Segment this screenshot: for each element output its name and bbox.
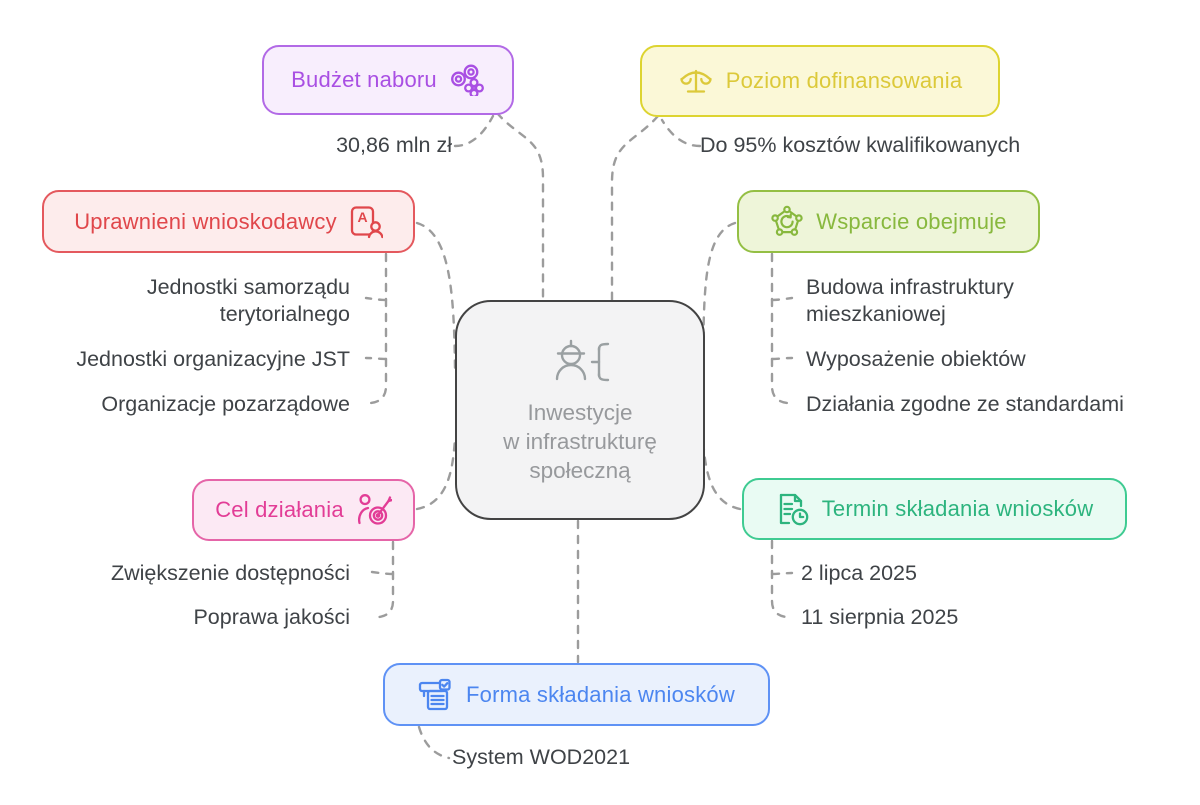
person-target-icon	[356, 493, 392, 527]
node-form: Forma składania wniosków	[383, 663, 770, 726]
node-form-label: Forma składania wniosków	[466, 681, 735, 707]
applicants-item-1: Jednostki samorządu terytorialnego	[146, 275, 350, 326]
form-icon	[418, 678, 454, 712]
coins-icon	[449, 64, 485, 96]
node-applicants-label: Uprawnieni wnioskodawcy	[74, 208, 337, 234]
support-item-2: Wyposażenie obiektów	[806, 347, 1026, 371]
form-value: System WOD2021	[452, 745, 631, 769]
applicants-item-3: Organizacje pozarządowe	[101, 392, 350, 416]
node-budget-label: Budżet naboru	[291, 67, 437, 92]
goal-item-1: Zwiększenie dostępności	[110, 561, 350, 585]
node-cofinancing: Poziom dofinansowania	[640, 45, 1000, 117]
budget-value: 30,86 mln zł	[336, 133, 452, 157]
node-support-label: Wsparcie obejmuje	[816, 208, 1007, 234]
document-clock-icon	[776, 492, 810, 526]
goal-item-2: Poprawa jakości	[193, 605, 350, 629]
applicants-item-2: Jednostki organizacyjne JST	[76, 347, 350, 371]
node-budget: Budżet naboru	[262, 45, 514, 115]
node-support: Wsparcie obejmuje	[737, 190, 1040, 253]
node-applicants: Uprawnieni wnioskodawcy A	[42, 190, 415, 253]
id-card-icon: A	[349, 205, 383, 239]
support-item-3: Działania zgodne ze standardami	[806, 392, 1124, 416]
node-goal: Cel działania	[192, 479, 415, 541]
deadline-item-1: 2 lipca 2025	[801, 561, 917, 585]
network-icon	[770, 205, 804, 239]
node-cofinancing-label: Poziom dofinansowania	[725, 68, 963, 93]
central-title: Inwestycje w infrastrukturę społeczną	[503, 399, 657, 483]
svg-text:A: A	[357, 209, 367, 225]
central-node: Inwestycje w infrastrukturę społeczną	[455, 300, 705, 520]
cofinancing-value: Do 95% kosztów kwalifikowanych	[700, 133, 1021, 157]
worker-icon	[543, 336, 617, 390]
deadline-item-2: 11 sierpnia 2025	[801, 605, 959, 629]
node-deadline-label: Termin składania wniosków	[821, 496, 1094, 521]
node-goal-label: Cel działania	[215, 497, 344, 522]
support-item-1: Budowa infrastruktury mieszkaniowej	[806, 275, 1014, 326]
node-deadline: Termin składania wniosków	[742, 478, 1127, 540]
scale-icon	[678, 66, 714, 96]
